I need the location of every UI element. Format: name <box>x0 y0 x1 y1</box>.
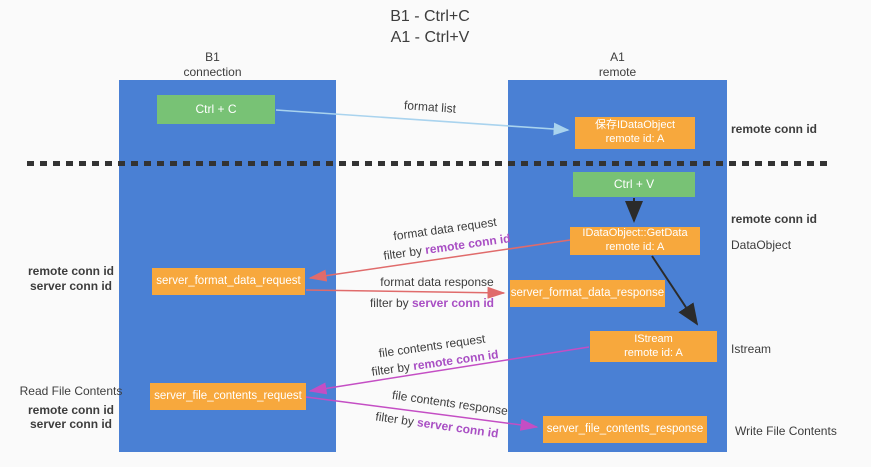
istream-annotation: Istream <box>731 342 772 356</box>
getdata-line2: remote id: A <box>605 241 665 253</box>
lifeline-header-b1: B1 connection <box>104 50 321 80</box>
lifeline-b1-role: connection <box>183 65 242 79</box>
lifeline-a1-role: remote <box>598 65 637 79</box>
server-format-data-request-label: server_format_data_request <box>156 275 301 288</box>
save-dataobject-line2: remote id: A <box>605 133 665 145</box>
ctrl-c-node: Ctrl + C <box>157 95 275 124</box>
istream-line2: remote id: A <box>624 346 683 359</box>
filter-by-text: filter by <box>382 243 427 263</box>
ctrl-v-label: Ctrl + V <box>613 176 655 191</box>
lifeline-b1-name: B1 <box>205 50 220 64</box>
lifeline-a1-name: A1 <box>610 50 625 64</box>
server-format-data-request-node: server_format_data_request <box>152 268 305 295</box>
server-conn-id-text: server conn id <box>416 415 500 441</box>
server-format-data-response-label: server_format_data_response <box>510 287 665 300</box>
server-conn-id-text: server conn id <box>411 296 495 310</box>
format-data-response-filter-label: filter by server conn id <box>362 296 502 310</box>
istream-line1: IStream <box>634 332 673 345</box>
filter-by-text: filter by <box>370 359 415 379</box>
server-file-contents-request-label: server_file_contents_request <box>154 390 302 403</box>
getdata-line1: IDataObject::GetData <box>582 227 688 240</box>
write-file-contents-annotation: Write File Contents <box>735 424 837 438</box>
read-file-contents-annotation: Read File Contents <box>19 384 123 398</box>
server-conn-id-annotation-mid-left: server conn id <box>29 279 113 293</box>
filter-by-text: filter by <box>369 296 412 310</box>
lifeline-header-a1: A1 remote <box>508 50 727 80</box>
getdata-node: IDataObject::GetData remote id: A <box>570 227 700 255</box>
ctrl-c-label: Ctrl + C <box>195 101 237 116</box>
save-dataobject-node: 保存IDataObject remote id: A <box>575 117 695 149</box>
server-format-data-response-node: server_format_data_response <box>510 280 665 307</box>
format-list-label: format list <box>403 98 457 116</box>
filter-by-text: filter by <box>374 409 419 430</box>
istream-node: IStream remote id: A <box>590 331 717 362</box>
server-file-contents-response-node: server_file_contents_response <box>543 416 707 443</box>
remote-conn-id-annotation-mid-left: remote conn id <box>27 264 114 278</box>
dataobject-annotation: DataObject <box>731 238 792 252</box>
server-conn-id-annotation-bottom-left: server conn id <box>29 417 113 431</box>
remote-conn-id-annotation-bottom-left: remote conn id <box>27 403 114 417</box>
title-line-1: B1 - Ctrl+C <box>390 8 470 25</box>
server-file-contents-request-node: server_file_contents_request <box>150 383 306 410</box>
remote-conn-id-annotation-top-right: remote conn id <box>731 122 818 136</box>
copy-paste-boundary-dashed-line <box>27 161 833 166</box>
diagram-title: B1 - Ctrl+C A1 - Ctrl+V <box>0 6 860 48</box>
title-line-2: A1 - Ctrl+V <box>390 29 470 47</box>
remote-conn-id-annotation-mid-right: remote conn id <box>731 212 818 226</box>
format-data-response-label: format data response <box>380 275 494 289</box>
save-dataobject-line1: 保存IDataObject <box>594 119 676 132</box>
server-file-contents-response-label: server_file_contents_response <box>546 423 704 436</box>
ctrl-v-node: Ctrl + V <box>573 172 695 197</box>
